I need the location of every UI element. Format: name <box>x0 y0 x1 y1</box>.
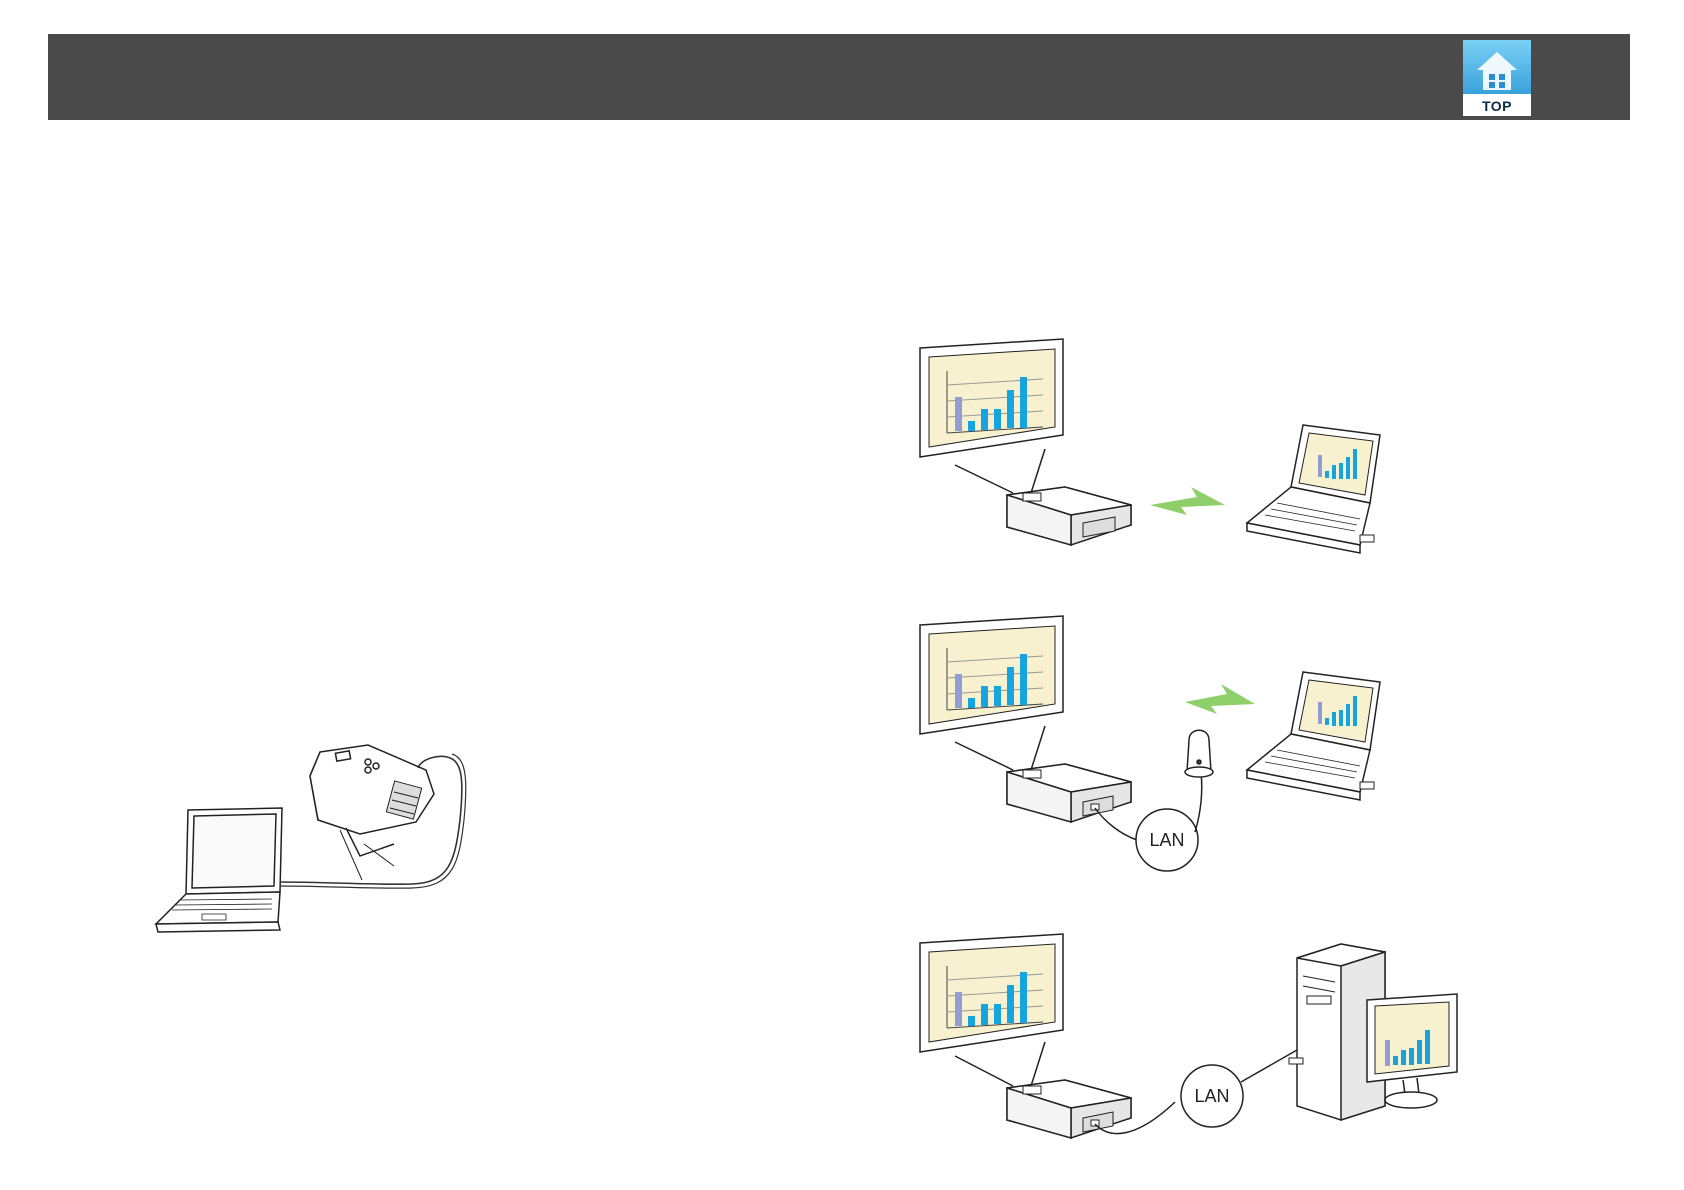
top-button[interactable]: TOP <box>1463 40 1531 116</box>
access-point-icon <box>1185 730 1213 777</box>
screen-icon <box>920 934 1063 1052</box>
wireless-icon <box>1150 487 1225 515</box>
wireless-icon <box>1185 684 1255 714</box>
wireless-quick-connection-diagram <box>905 335 1405 565</box>
top-button-label: TOP <box>1463 98 1531 114</box>
laptop-icon <box>1247 672 1380 800</box>
projector-icon <box>1007 487 1131 545</box>
wired-lan-connection-diagram: LAN <box>905 930 1465 1160</box>
laptop-icon <box>1247 425 1380 553</box>
projector-icon <box>310 745 434 880</box>
laptop-usb-connection-illustration <box>150 740 510 940</box>
header-bar <box>48 34 1630 120</box>
lan-label: LAN <box>1149 830 1184 850</box>
lan-label: LAN <box>1194 1086 1229 1106</box>
wireless-advanced-connection-diagram: LAN <box>905 612 1405 882</box>
projector-icon <box>1007 1080 1131 1138</box>
projector-icon <box>1007 764 1131 822</box>
screen-icon <box>920 339 1063 457</box>
screen-icon <box>920 616 1063 734</box>
laptop-icon <box>156 808 282 932</box>
